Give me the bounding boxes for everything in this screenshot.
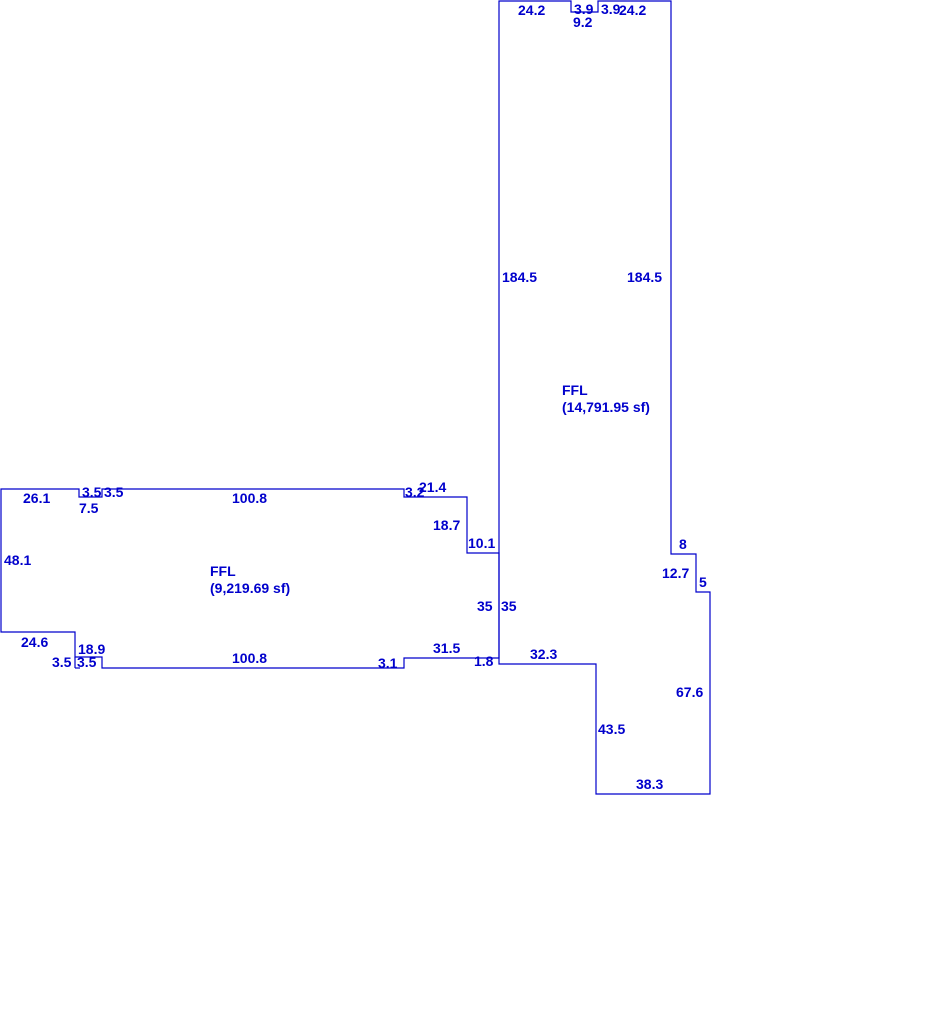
dim-shared-wall-left: 35 [477,598,493,614]
dim-shared-wall-right: 35 [501,598,517,614]
dim-right-lower-right: 67.6 [676,684,703,700]
dim-top-notch-left: 3.9 [574,1,594,17]
dim-right-bottom: 38.3 [636,776,663,792]
dim-left-bottom-stair: 18.9 [78,641,105,657]
dim-left-top-step: 3.2 [405,484,425,500]
dim-left-bottom-small: 1.8 [474,653,494,669]
dim-right-step-b: 12.7 [662,565,689,581]
dim-left-left-side: 48.1 [4,552,31,568]
dim-right-step-c: 5 [699,574,707,590]
dim-right-bottom-step: 32.3 [530,646,557,662]
area-name-right: FFL [562,382,588,398]
dim-left-bottom-step: 3.1 [378,655,398,671]
left-building-outline [0,488,500,669]
dim-left-bottom-notch-a: 3.5 [52,654,72,670]
dim-left-bottom-notch-b: 3.5 [77,654,97,670]
dim-right-bldg-left-side: 184.5 [502,269,537,285]
area-size-left: (9,219.69 sf) [210,580,290,596]
dim-left-bottom-right: 31.5 [433,640,460,656]
dim-left-top-1: 26.1 [23,490,50,506]
dim-right-lower-left: 43.5 [598,721,625,737]
area-size-right: (14,791.95 sf) [562,399,650,415]
dim-left-top-right: 21.4 [419,479,446,495]
area-name-left: FFL [210,563,236,579]
dim-left-bottom-left: 24.6 [21,634,48,650]
dim-left-top-notch-b: 3.5 [104,484,124,500]
dim-left-right-step: 10.1 [468,535,495,551]
dim-top-right: 24.2 [619,2,646,18]
dim-left-top-main: 100.8 [232,490,267,506]
dim-right-bldg-right-side: 184.5 [627,269,662,285]
dim-left-top-notch-width: 7.5 [79,500,99,516]
dim-top-notch-right: 3.9 [601,1,621,17]
dim-left-top-notch-a: 3.5 [82,484,102,500]
dim-top-notch-width: 9.2 [573,14,593,30]
dim-top-left: 24.2 [518,2,545,18]
dim-left-bottom-main: 100.8 [232,650,267,666]
dim-right-step-a: 8 [679,536,687,552]
dim-left-right-upper: 18.7 [433,517,460,533]
right-building-outline [498,0,711,795]
